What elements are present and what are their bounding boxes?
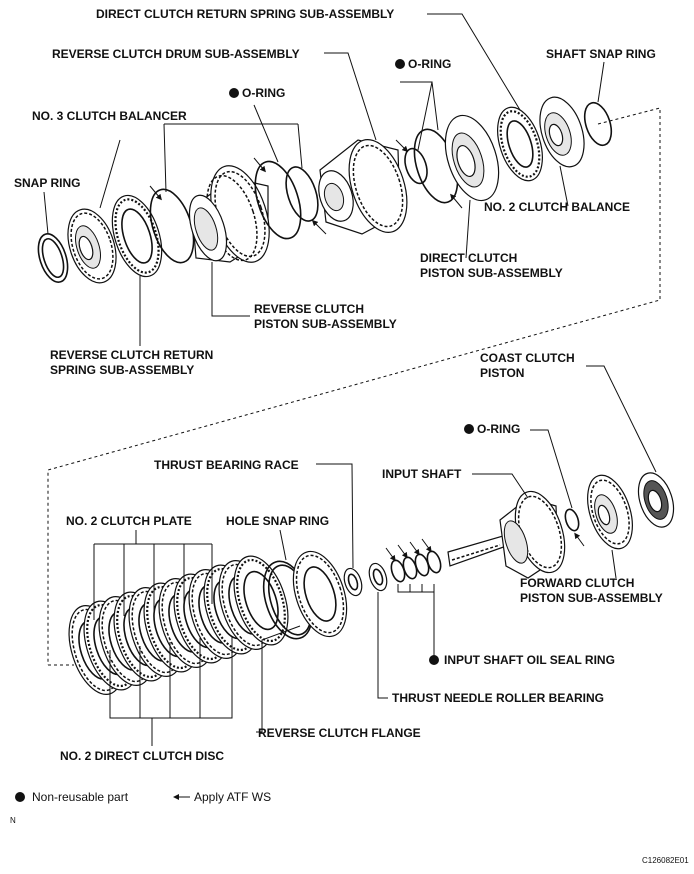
label-input-shaft-oil-seal-ring: INPUT SHAFT OIL SEAL RING <box>444 653 615 667</box>
apply-atf-arrow-icon <box>421 538 432 553</box>
label-hole-snap-ring: HOLE SNAP RING <box>226 514 329 528</box>
legend-non-reusable: Non-reusable part <box>32 790 129 804</box>
no3-clutch-balancer-part <box>67 208 117 284</box>
label-shaft-snap-ring: SHAFT SNAP RING <box>546 47 656 61</box>
label-forward-clutch-piston-line1: FORWARD CLUTCH <box>520 576 634 590</box>
input-shaft-part <box>447 490 566 579</box>
no2-clutch-balance-part <box>539 96 585 168</box>
non-reusable-dot-icon <box>229 88 239 98</box>
label-coast-clutch-piston-line1: COAST CLUTCH <box>480 351 575 365</box>
non-reusable-dot-icon <box>15 792 25 802</box>
label-direct-clutch-piston-line1: DIRECT CLUTCH <box>420 251 517 265</box>
label-input-shaft: INPUT SHAFT <box>382 467 462 481</box>
label-reverse-clutch-flange: REVERSE CLUTCH FLANGE <box>258 726 421 740</box>
o-ring-mid2-part <box>285 166 319 222</box>
legend-apply-atf: Apply ATF WS <box>194 790 271 804</box>
direct-clutch-piston-part <box>444 114 500 202</box>
label-thrust-bearing-race: THRUST BEARING RACE <box>154 458 299 472</box>
reverse-clutch-flange-part <box>292 550 348 638</box>
apply-atf-arrow-icon <box>574 532 585 547</box>
non-reusable-dot-icon <box>464 424 474 434</box>
legend: Non-reusable part Apply ATF WS <box>15 790 271 804</box>
reverse-clutch-return-spring-part <box>111 194 163 278</box>
plate-teeth <box>236 558 286 643</box>
label-reverse-clutch-piston-line2: PISTON SUB-ASSEMBLY <box>254 317 397 331</box>
plate-inner-edge <box>243 570 279 631</box>
label-snap-ring: SNAP RING <box>14 176 80 190</box>
label-no2-direct-clutch-disc: NO. 2 DIRECT CLUTCH DISC <box>60 749 224 763</box>
apply-atf-arrow-icon <box>385 547 396 562</box>
shaft-snap-ring-part <box>583 101 613 147</box>
label-reverse-clutch-return-line2: SPRING SUB-ASSEMBLY <box>50 363 194 377</box>
apply-atf-arrow-icon <box>397 544 408 559</box>
apply-atf-arrow-icon <box>311 219 327 235</box>
label-direct-clutch-return-spring: DIRECT CLUTCH RETURN SPRING SUB-ASSEMBLY <box>96 7 394 21</box>
label-no2-clutch-plate: NO. 2 CLUTCH PLATE <box>66 514 192 528</box>
apply-atf-arrow-icon <box>395 139 409 153</box>
corner-letter: N <box>10 816 16 825</box>
reverse-clutch-drum-part <box>318 139 408 235</box>
thrust-needle-roller-bearing-part <box>368 562 388 592</box>
label-o-ring-upper-right: O-RING <box>408 57 451 71</box>
thrust-bearing-race-part <box>343 567 363 597</box>
label-reverse-clutch-drum: REVERSE CLUTCH DRUM SUB-ASSEMBLY <box>52 47 300 61</box>
figure-code: C126082E01 <box>642 856 689 865</box>
snap-ring-part <box>37 233 69 283</box>
label-reverse-clutch-piston-line1: REVERSE CLUTCH <box>254 302 364 316</box>
label-o-ring-lower: O-RING <box>477 422 520 436</box>
non-reusable-dot-icon <box>429 655 439 665</box>
direct-clutch-return-spring-part <box>497 106 543 182</box>
assembly-axis-upper <box>47 107 661 665</box>
o-ring-lower-part <box>564 508 580 532</box>
apply-atf-arrow-icon <box>409 541 420 556</box>
apply-atf-arrow-icon <box>450 193 463 209</box>
label-no3-clutch-balancer: NO. 3 CLUTCH BALANCER <box>32 109 187 123</box>
o-ring-mid1-part <box>254 160 302 240</box>
lower-assembly <box>68 472 675 695</box>
label-no2-clutch-balance: NO. 2 CLUTCH BALANCE <box>484 200 630 214</box>
label-reverse-clutch-return-line1: REVERSE CLUTCH RETURN <box>50 348 213 362</box>
forward-clutch-piston-part <box>587 474 633 550</box>
label-thrust-needle-roller-bearing: THRUST NEEDLE ROLLER BEARING <box>392 691 604 705</box>
o-ring-right1-part <box>404 147 428 185</box>
label-o-ring-upper-middle: O-RING <box>242 86 285 100</box>
reverse-clutch-piston-part <box>188 165 270 263</box>
label-direct-clutch-piston-line2: PISTON SUB-ASSEMBLY <box>420 266 563 280</box>
label-forward-clutch-piston-line2: PISTON SUB-ASSEMBLY <box>520 591 663 605</box>
clutch-pack-part <box>68 555 289 695</box>
upper-assembly <box>37 96 613 284</box>
coast-clutch-piston-part <box>637 472 675 528</box>
oil-seal-ring-4-part <box>426 550 442 574</box>
non-reusable-dot-icon <box>395 59 405 69</box>
apply-atf-arrow-icon <box>253 157 266 173</box>
leader-lines <box>43 13 657 746</box>
label-coast-clutch-piston-line2: PISTON <box>480 366 524 380</box>
apply-atf-arrow-icon <box>149 185 162 201</box>
